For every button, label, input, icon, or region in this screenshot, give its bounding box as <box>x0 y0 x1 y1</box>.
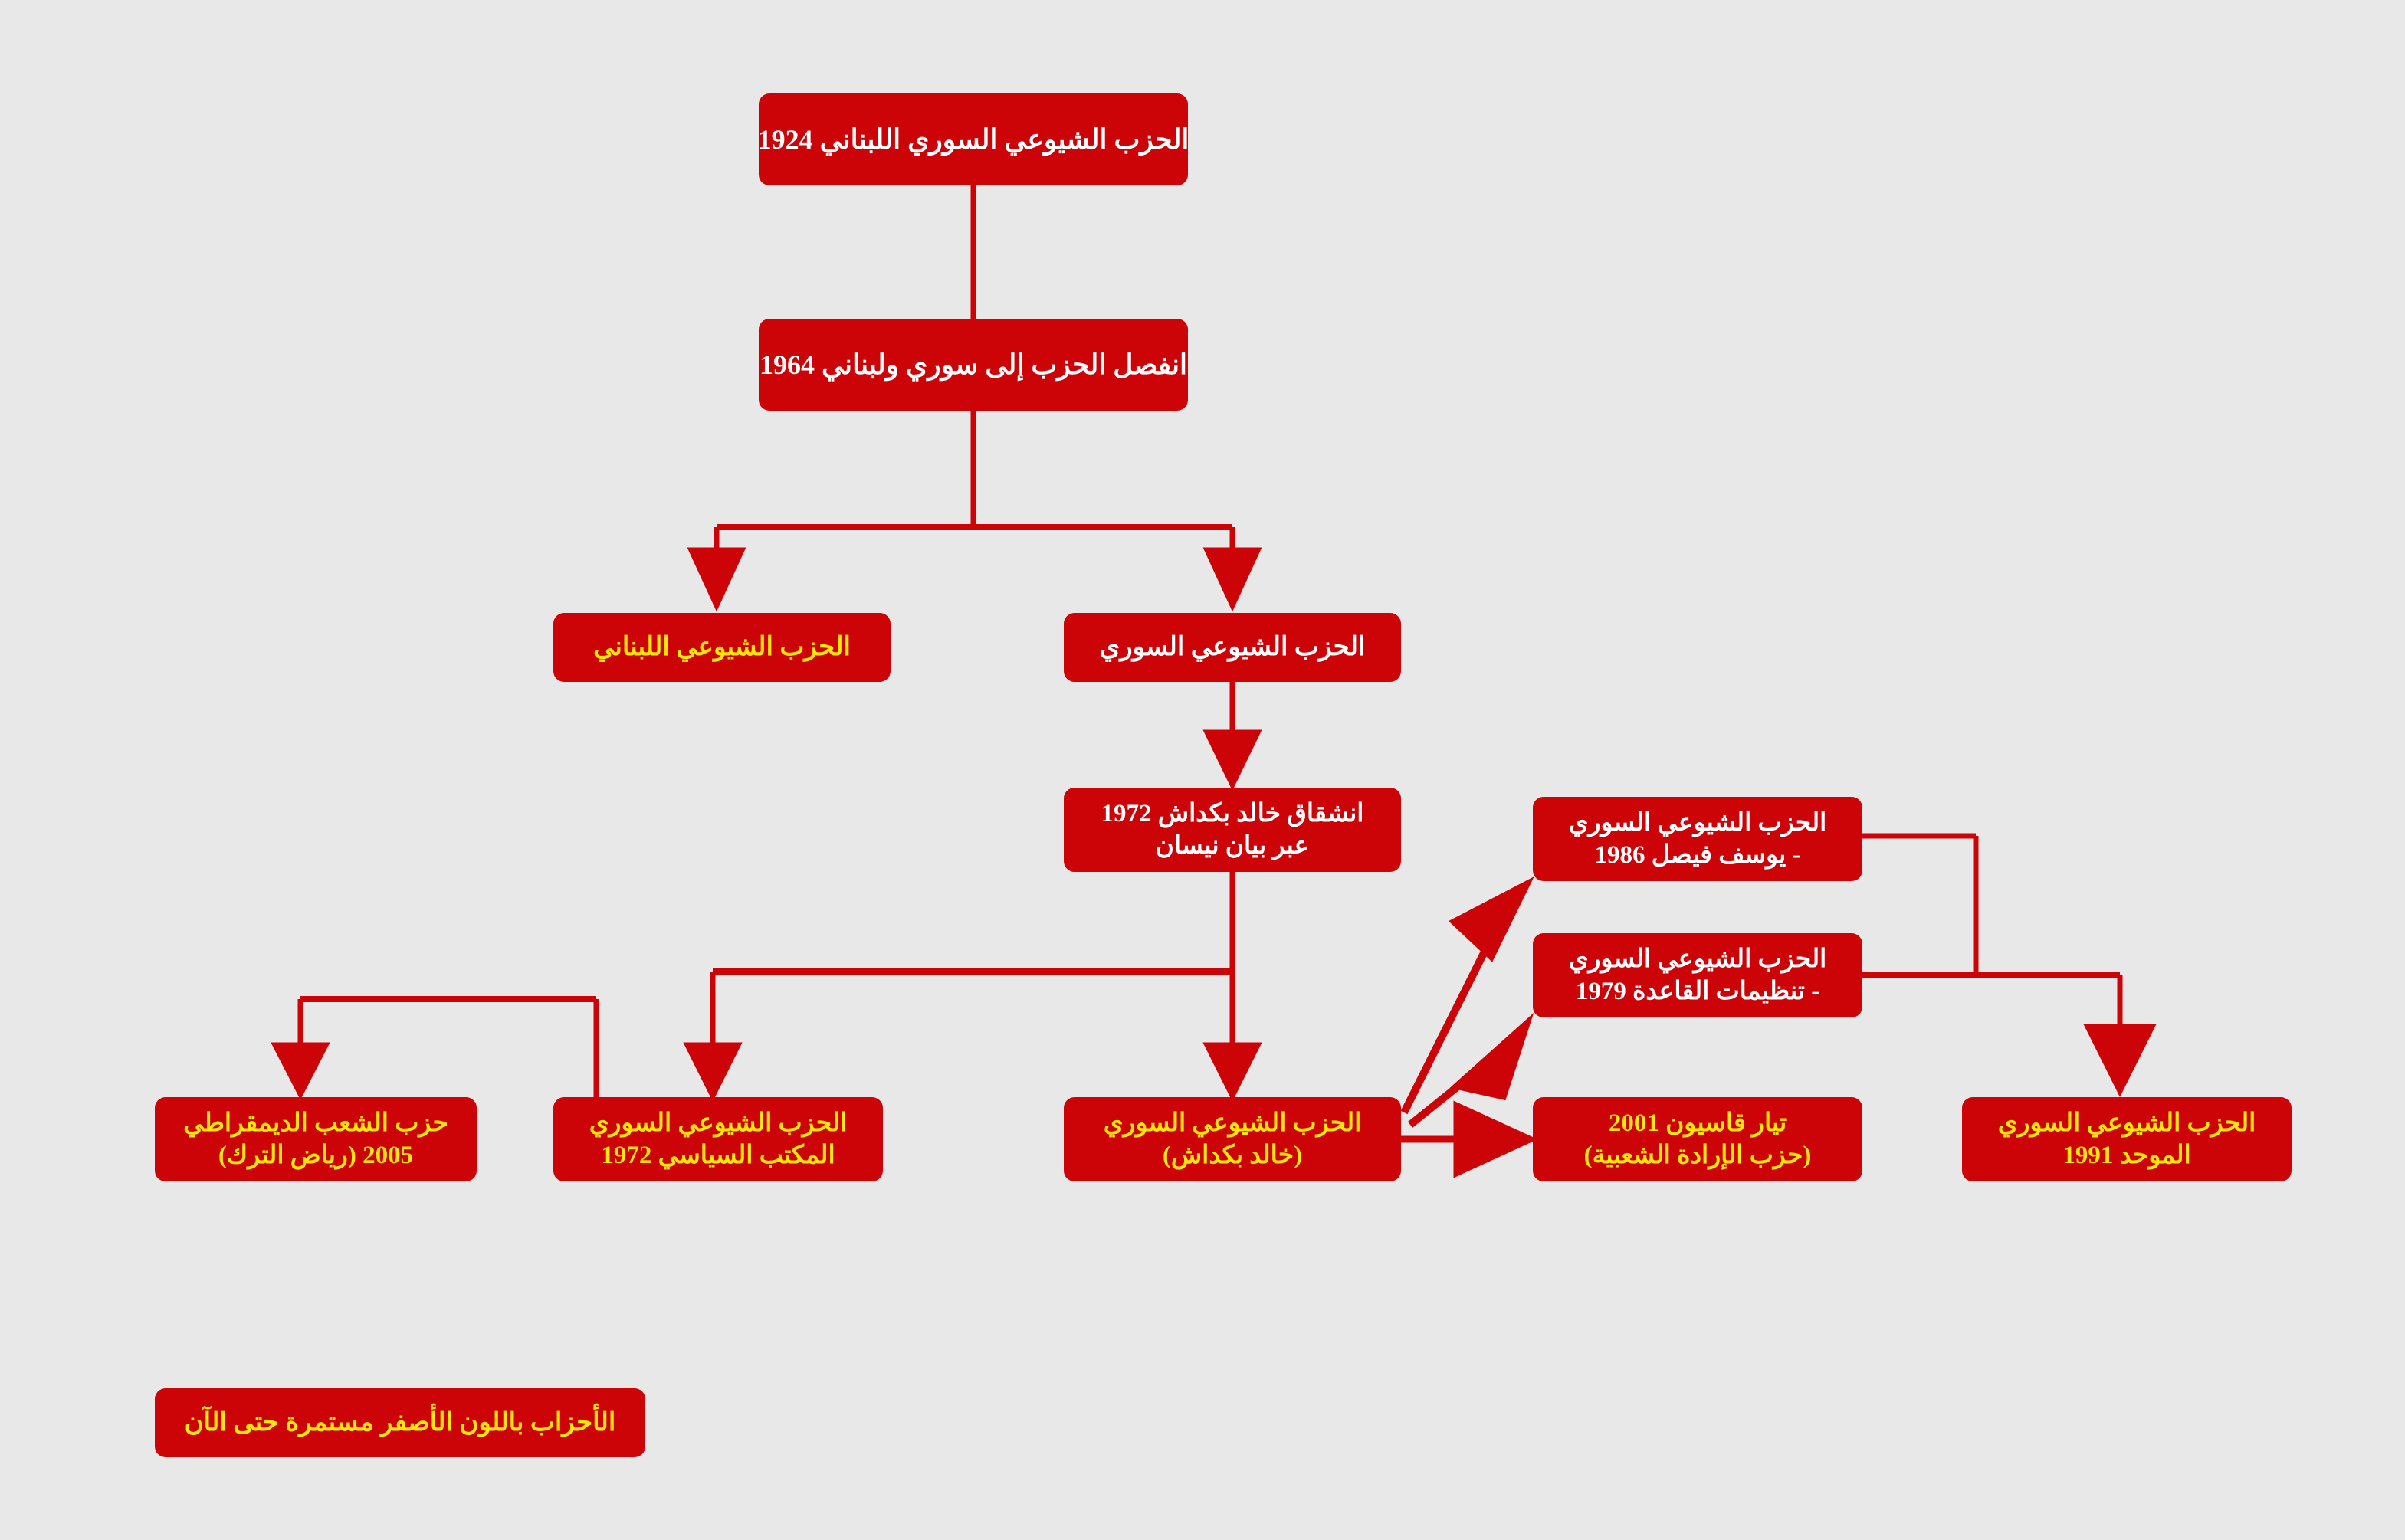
node-line: الحزب الشيوعي السوري <box>1568 945 1827 973</box>
node-line: الحزب الشيوعي السوري <box>1099 633 1366 662</box>
arrowhead-to-qasioun <box>1453 1100 1538 1178</box>
legend-note: الأحزاب باللون الأصفر مستمرة حتى الآن <box>155 1388 645 1457</box>
arrowhead-to-bakdash-party <box>1202 1042 1262 1102</box>
node-yousef-faisal-1986[interactable]: الحزب الشيوعي السوري - يوسف فيصل 1986 <box>1533 797 1862 881</box>
node-line: - تنظيمات القاعدة 1979 <box>1575 978 1820 1005</box>
node-line: الحزب الشيوعي اللبناني <box>593 633 851 662</box>
node-line: (حزب الإرادة الشعبية) <box>1583 1142 1812 1169</box>
node-line: الموحد 1991 <box>2062 1142 2191 1169</box>
node-syrian-communist-party[interactable]: الحزب الشيوعي السوري <box>1064 613 1401 682</box>
node-line: الحزب الشيوعي السوري <box>1103 1109 1362 1137</box>
edge-bakdash-to-faisal1986 <box>1400 917 1504 1115</box>
node-line: (خالد بكداش) <box>1162 1142 1303 1169</box>
node-unified-syrian-communist-party-1991[interactable]: الحزب الشيوعي السوري الموحد 1991 <box>1962 1097 2292 1181</box>
arrowhead-to-political-bureau <box>683 1042 743 1102</box>
node-line: انفصل الحزب إلى سوري ولبناني 1964 <box>759 349 1188 380</box>
node-line: انشقاق خالد بكداش 1972 <box>1101 799 1364 827</box>
node-line: تيار قاسيون 2001 <box>1608 1109 1787 1137</box>
node-line: المكتب السياسي 1972 <box>601 1142 835 1169</box>
node-line: الحزب الشيوعي السوري اللبناني 1924 <box>757 123 1189 155</box>
arrowhead-to-scp <box>1202 547 1262 612</box>
arrowhead-to-faisal1986 <box>1449 876 1534 962</box>
node-lebanese-communist-party[interactable]: الحزب الشيوعي اللبناني <box>553 613 891 682</box>
node-line: 2005 (رياض الترك) <box>218 1142 414 1169</box>
arrowhead-to-unified1991 <box>2083 1024 2157 1097</box>
node-bakdash-split-1972[interactable]: انشقاق خالد بكداش 1972 عبر بيان نيسان <box>1064 788 1401 872</box>
node-line: حزب الشعب الديمقراطي <box>183 1109 448 1137</box>
node-peoples-democratic-party-2005[interactable]: حزب الشعب الديمقراطي 2005 (رياض الترك) <box>155 1097 477 1181</box>
node-line: عبر بيان نيسان <box>1155 832 1310 860</box>
node-split-1964[interactable]: انفصل الحزب إلى سوري ولبناني 1964 <box>759 319 1188 411</box>
node-root-1924[interactable]: الحزب الشيوعي السوري اللبناني 1924 <box>757 93 1189 185</box>
arrowhead-to-qaeda1979 <box>1449 1012 1534 1101</box>
arrowhead-to-people-democratic <box>271 1042 330 1100</box>
node-base-organizations-1979[interactable]: الحزب الشيوعي السوري - تنظيمات القاعدة 1… <box>1533 933 1862 1017</box>
node-political-bureau-1972[interactable]: الحزب الشيوعي السوري المكتب السياسي 1972 <box>553 1097 883 1181</box>
node-line: الحزب الشيوعي السوري <box>1568 808 1827 837</box>
node-khalid-bakdash-party[interactable]: الحزب الشيوعي السوري (خالد بكداش) <box>1064 1097 1401 1181</box>
arrowhead-to-split1972 <box>1202 729 1262 791</box>
node-qasioun-2001[interactable]: تيار قاسيون 2001 (حزب الإرادة الشعبية) <box>1533 1097 1862 1181</box>
node-line: الحزب الشيوعي السوري <box>589 1109 848 1137</box>
arrowhead-to-lcp <box>687 547 746 612</box>
edge-bakdash-to-qaeda1979 <box>1407 1047 1507 1128</box>
node-line: الحزب الشيوعي السوري <box>1997 1109 2256 1137</box>
node-line: - يوسف فيصل 1986 <box>1594 841 1801 869</box>
legend-text: الأحزاب باللون الأصفر مستمرة حتى الآن <box>184 1408 616 1437</box>
